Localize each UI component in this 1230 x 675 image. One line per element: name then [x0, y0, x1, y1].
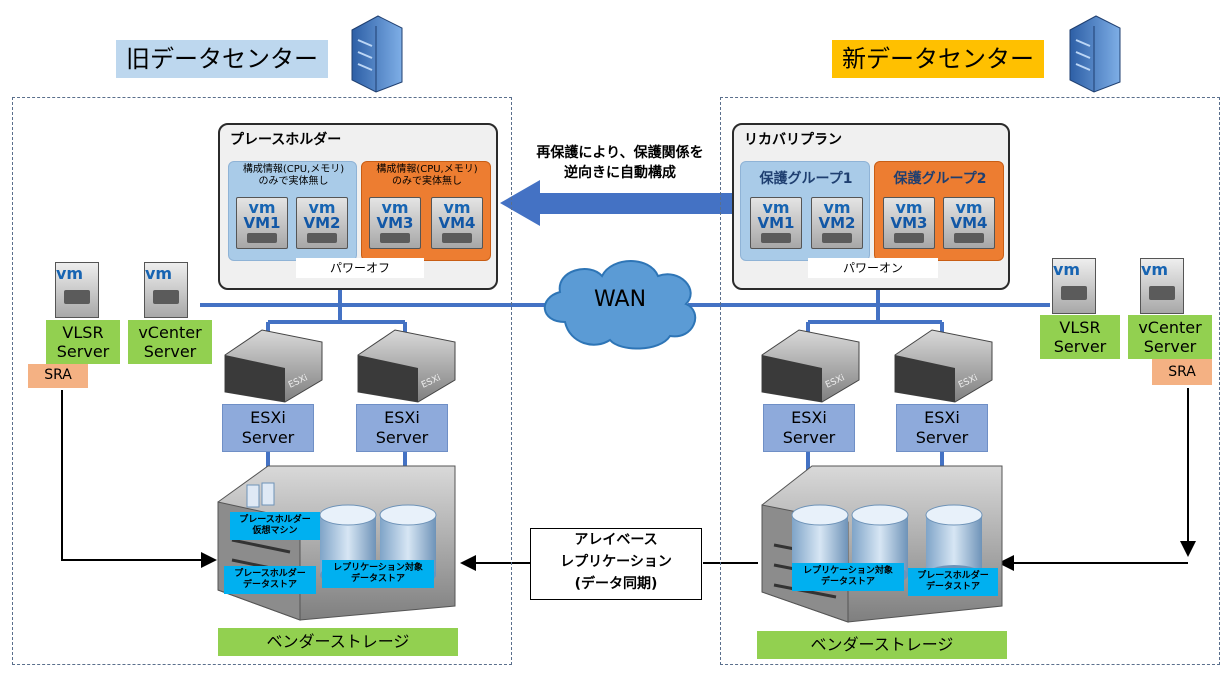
server-icon	[1149, 286, 1175, 300]
vm-icon: vm	[823, 198, 851, 217]
power-on-label: パワーオン	[808, 258, 938, 278]
server-icon: ESXi	[894, 329, 993, 403]
server-icon: ESXi	[224, 329, 323, 403]
sra-arrows	[61, 388, 1196, 571]
vlsr-server-label-new: VLSR Server	[1040, 315, 1120, 359]
placeholder-group-1: 構成情報(CPU,メモリ) のみで実体無し vm VM1 vm VM2	[228, 161, 357, 261]
vm-card-vm2: vm VM2	[811, 197, 863, 249]
reprotect-arrow-icon	[500, 180, 732, 226]
server-icon	[761, 233, 791, 243]
group-note: 構成情報(CPU,メモリ) のみで実体無し	[376, 164, 478, 187]
array-replication-label: アレイベース レプリケーション (データ同期)	[530, 528, 702, 600]
protection-group-title: 保護グループ1	[759, 171, 853, 187]
vm-card-vm3: vm VM3	[369, 197, 421, 249]
recovery-plan-panel: リカバリプラン 保護グループ1 vm VM1 vm VM2 保護グループ2 vm…	[732, 123, 1010, 290]
vm-card-vm1: vm VM1	[236, 197, 288, 249]
vm-card-vm3: vm VM3	[883, 197, 935, 249]
esxi-server-label: ESXi Server	[763, 404, 855, 452]
sra-label-old: SRA	[28, 364, 88, 388]
vm-name: VM2	[818, 214, 856, 232]
server-icon	[307, 233, 337, 243]
new-dc-boundary	[720, 97, 1220, 665]
cloud-icon	[543, 260, 697, 350]
vm-icon	[246, 482, 275, 508]
server-icon	[442, 233, 472, 243]
server-icon	[247, 233, 277, 243]
group-note: 構成情報(CPU,メモリ) のみで実体無し	[242, 164, 345, 187]
esxi-server-label: ESXi Server	[356, 404, 448, 452]
vm-name: VM3	[890, 214, 928, 232]
old-dc-boundary	[12, 97, 512, 665]
replication-datastore-label-old: レプリケーション対象 データストア	[322, 560, 434, 588]
placeholder-panel: プレースホルダー 構成情報(CPU,メモリ) のみで実体無し vm VM1 vm…	[218, 123, 498, 290]
vendor-storage-label-new: ベンダーストレージ	[757, 631, 1007, 659]
vm-name: VM4	[950, 214, 988, 232]
vm-card-vm4: vm VM4	[431, 197, 483, 249]
vm-name: VM4	[438, 214, 476, 232]
vm-icon: vm	[1053, 260, 1081, 279]
vm-icon: vm	[955, 198, 983, 217]
vm-icon: vm	[1141, 260, 1169, 279]
server-icon: ESXi	[357, 329, 456, 403]
vcenter-server-vm-old: vm	[144, 262, 188, 318]
server-icon	[153, 290, 179, 304]
recovery-plan-title: リカバリプラン	[744, 132, 842, 148]
vcenter-server-label-new: vCenter Server	[1128, 315, 1212, 359]
vlsr-server-vm-new: vm	[1052, 258, 1096, 314]
placeholder-panel-title: プレースホルダー	[230, 132, 342, 148]
vm-icon: vm	[762, 198, 790, 217]
power-off-label: パワーオフ	[296, 258, 424, 278]
protection-group-1: 保護グループ1 vm VM1 vm VM2	[740, 161, 870, 261]
vm-card-vm4: vm VM4	[943, 197, 995, 249]
vm-name: VM3	[376, 214, 414, 232]
esxi-server-label: ESXi Server	[222, 404, 314, 452]
reprotect-message: 再保護により、保護関係を 逆向きに自動構成	[536, 145, 704, 181]
vm-icon: vm	[381, 198, 409, 217]
placeholder-datastore-label-new: プレースホルダー データストア	[908, 568, 998, 596]
vm-icon: vm	[895, 198, 923, 217]
new-dc-title: 新データセンター	[832, 40, 1044, 78]
vm-icon: vm	[308, 198, 336, 217]
vm-name: VM2	[303, 214, 341, 232]
esxi-server-label: ESXi Server	[896, 404, 988, 452]
vm-card-vm2: vm VM2	[296, 197, 348, 249]
sra-label-new: SRA	[1152, 359, 1212, 385]
vm-name: VM1	[757, 214, 795, 232]
server-icon	[380, 233, 410, 243]
server-icon: ESXi	[761, 329, 860, 403]
vm-icon: vm	[443, 198, 471, 217]
vm-card-vm1: vm VM1	[750, 197, 802, 249]
old-dc-title: 旧データセンター	[116, 40, 328, 78]
server-icon	[64, 290, 90, 304]
vcenter-server-vm-new: vm	[1140, 258, 1184, 314]
protection-group-title: 保護グループ2	[893, 171, 987, 187]
vm-name: VM1	[243, 214, 281, 232]
placeholder-datastore-label-old: プレースホルダー データストア	[224, 566, 316, 594]
vm-icon: vm	[145, 264, 173, 283]
vlsr-server-label-old: VLSR Server	[46, 320, 120, 364]
vcenter-server-label-old: vCenter Server	[128, 320, 212, 364]
vm-icon: vm	[248, 198, 276, 217]
vlsr-server-vm-old: vm	[55, 262, 99, 318]
server-icon	[894, 233, 924, 243]
server-icon	[1061, 286, 1087, 300]
building-icon	[1069, 15, 1121, 93]
vm-icon: vm	[56, 264, 84, 283]
placeholder-vm-label: プレースホルダー 仮想マシン	[230, 512, 320, 540]
replication-datastore-label-new: レプリケーション対象 データストア	[792, 563, 904, 591]
placeholder-group-2: 構成情報(CPU,メモリ) のみで実体無し vm VM3 vm VM4	[361, 161, 491, 261]
server-icon	[822, 233, 852, 243]
building-icon	[351, 15, 403, 93]
wan-label: WAN	[593, 287, 647, 312]
server-icon	[954, 233, 984, 243]
protection-group-2: 保護グループ2 vm VM3 vm VM4	[874, 161, 1004, 261]
vendor-storage-label-old: ベンダーストレージ	[218, 628, 458, 656]
